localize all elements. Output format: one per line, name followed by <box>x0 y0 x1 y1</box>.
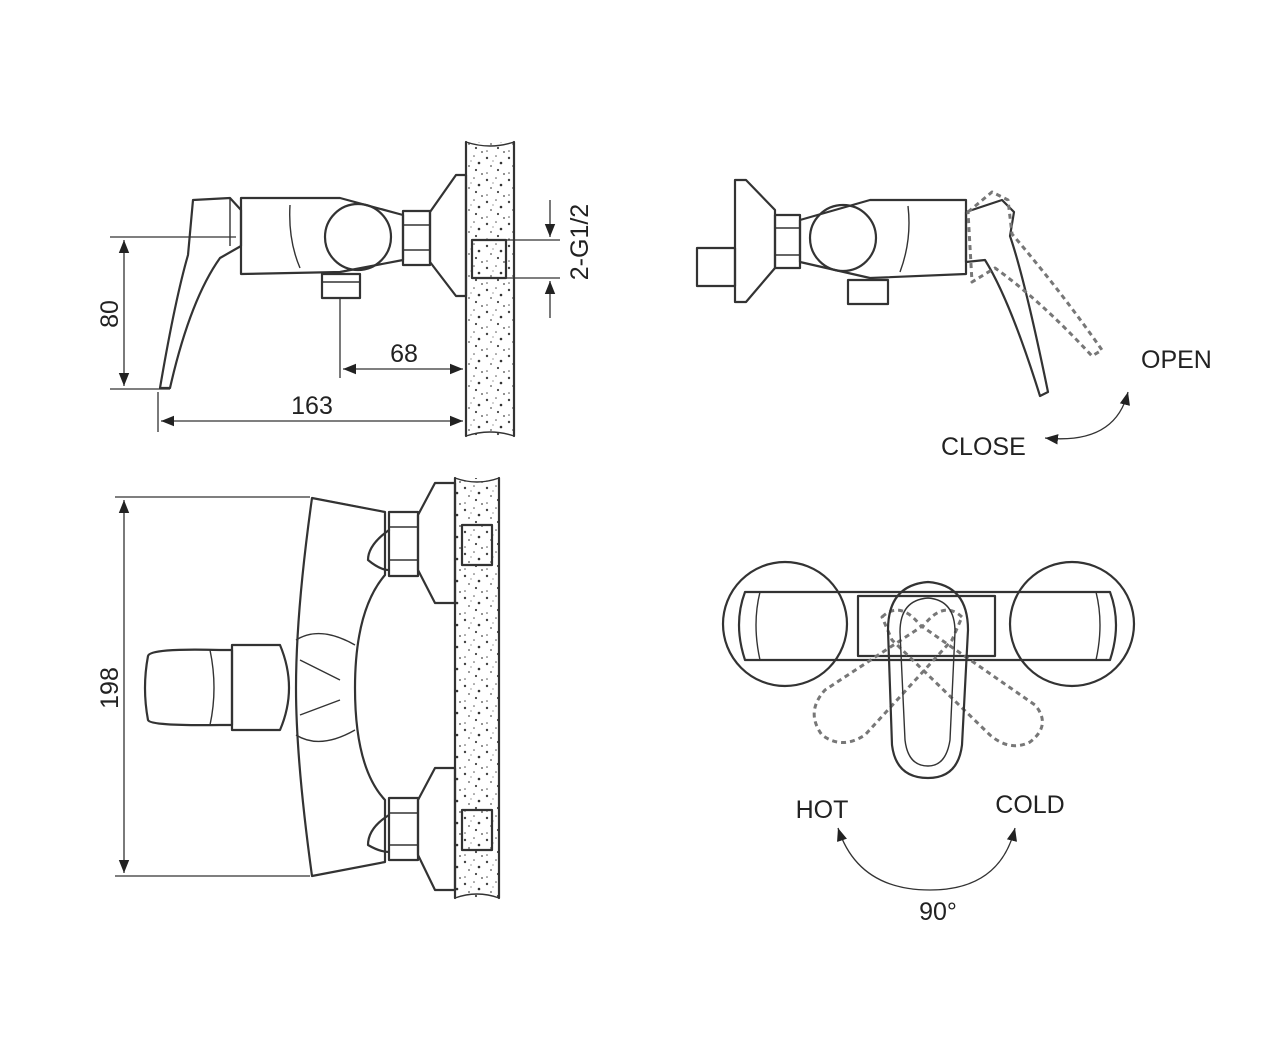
lever-cold-dashed <box>880 608 1044 748</box>
outlet-nozzle-mirrored <box>846 278 890 306</box>
side-view: 80 68 163 2-G1/2 <box>96 140 594 438</box>
lever-hub <box>230 643 291 732</box>
label-cold: COLD <box>995 791 1064 819</box>
escutcheon-right <box>1008 560 1136 688</box>
top-view: 198 <box>96 476 501 900</box>
flange-lower <box>416 766 457 892</box>
lever-top <box>143 648 234 727</box>
connector-nut-mirrored <box>773 213 802 270</box>
label-angle: 90° <box>919 898 957 926</box>
body-front <box>737 590 1118 662</box>
inlet-top <box>460 523 494 567</box>
dimension-height-side: 80 <box>96 300 124 328</box>
escutcheon-left <box>721 560 849 688</box>
operation-view: OPEN CLOSE <box>695 178 1212 461</box>
inlet-fitting <box>470 238 508 280</box>
dimension-outlet-offset: 68 <box>390 340 418 368</box>
body-top <box>294 496 387 878</box>
flange-mirrored <box>733 178 777 304</box>
open-close-arrow <box>1044 391 1130 445</box>
label-open: OPEN <box>1141 346 1212 374</box>
outlet-nozzle <box>320 272 362 300</box>
hub-front <box>856 594 997 658</box>
nut-upper <box>387 510 420 578</box>
lever-front <box>886 580 970 780</box>
connector-nut <box>401 209 432 267</box>
lever-hot-dashed <box>812 608 964 744</box>
lever-handle <box>158 196 243 390</box>
rotation-arrow <box>837 827 1017 891</box>
inlet-bottom <box>460 808 494 852</box>
dimension-depth-total: 163 <box>291 392 333 420</box>
cartridge-housing <box>323 202 393 272</box>
flange <box>428 173 468 298</box>
label-close: CLOSE <box>941 433 1026 461</box>
valve-body <box>239 196 405 276</box>
nut-lower <box>387 796 420 862</box>
dimension-width-total: 198 <box>96 667 124 709</box>
cartridge-housing-mirrored <box>808 203 878 273</box>
dimension-inlet-thread: 2-G1/2 <box>566 204 594 280</box>
lever-closed <box>964 198 1050 398</box>
valve-body-mirrored <box>798 198 968 280</box>
wall-section <box>466 142 514 436</box>
inlet-stub <box>695 246 737 288</box>
flange-upper <box>416 481 457 605</box>
label-hot: HOT <box>796 796 849 824</box>
lever-open-dashed <box>966 190 1104 358</box>
front-view: HOT COLD 90° <box>721 560 1136 926</box>
